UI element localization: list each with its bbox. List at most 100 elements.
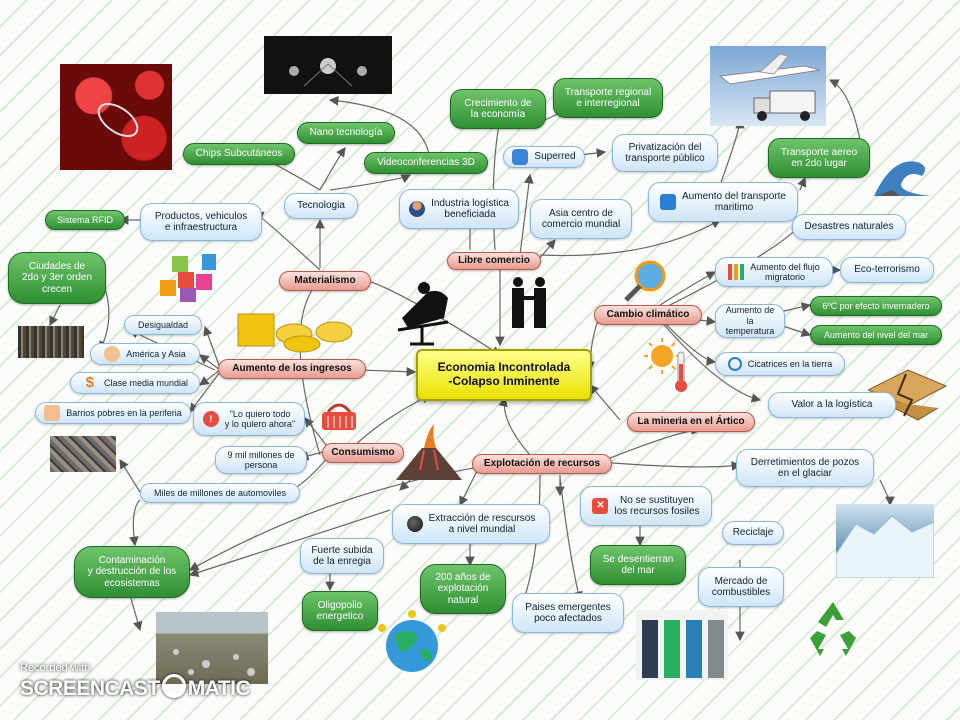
privatizacion-node[interactable]: Privatización del transporte público — [612, 134, 718, 172]
superred-node[interactable]: Superred — [503, 146, 585, 168]
sistema-rfid-node[interactable]: Sistema RFID — [45, 210, 125, 230]
valor-logistica-node[interactable]: Valor a la logística — [768, 392, 896, 418]
glacier-image — [836, 504, 934, 578]
node-label: Libre comercio — [458, 255, 530, 267]
transporte-aereo-node[interactable]: Transporte aereo en 2do lugar — [768, 138, 870, 178]
nano-tecnologia-node[interactable]: Nano tecnología — [297, 122, 395, 144]
fuerte-subida-node[interactable]: Fuerte subida de la enregia — [300, 538, 384, 574]
aumento-ingresos-node[interactable]: Aumento de los ingresos — [218, 359, 366, 379]
node-label: Superred — [534, 151, 576, 163]
aumento-temperatura-node[interactable]: Aumento de la temperatura — [715, 304, 785, 338]
shopping-basket-image — [320, 398, 358, 432]
tsunami-image — [872, 152, 932, 198]
materialismo-node[interactable]: Materialismo — [279, 271, 371, 291]
node-label: Aumento del flujo migratorio — [750, 261, 820, 282]
aumento-transporte-node[interactable]: Aumento del transporte maritimo — [648, 182, 798, 222]
doscientos-anos-node[interactable]: 200 años de explotación natural — [420, 564, 506, 614]
transporte-regional-node[interactable]: Transporte regional e interregional — [553, 78, 663, 118]
asia-centro-node[interactable]: Asia centro de comercio mundial — [530, 199, 632, 239]
crecimiento-economia-node[interactable]: Crecimiento de la economía — [450, 89, 546, 129]
eco-terrorismo-node[interactable]: Eco-terrorismo — [840, 257, 934, 283]
videoconferencias-node[interactable]: Videoconferencias 3D — [364, 152, 488, 174]
desastres-naturales-node[interactable]: Desastres naturales — [792, 214, 906, 240]
node-label: Productos, vehiculos e infraestructura — [154, 210, 248, 234]
node-label: Asia centro de comercio mundial — [541, 207, 621, 231]
node-label: Miles de millones de automoviles — [153, 487, 287, 498]
flujo-migratorio-node[interactable]: Aumento del flujo migratorio — [715, 257, 833, 287]
paises-emergentes-node[interactable]: Paises emergentes poco afectados — [512, 593, 624, 633]
node-label: Materialismo — [294, 275, 356, 287]
clase-media-node[interactable]: $Clase media mundial — [70, 372, 200, 394]
node-label: Videoconferencias 3D — [377, 157, 475, 169]
node-label: Ciudades de 2do y 3er orden crecen — [21, 260, 93, 295]
node-label: Tecnologia — [297, 200, 345, 212]
node-label: Paises emergentes poco afectados — [525, 601, 611, 625]
node-label: Fuerte subida de la enregia — [311, 544, 373, 568]
no-sustituyen-node[interactable]: ✕No se sustituyen los recursos fosiles — [580, 486, 712, 526]
node-label: La mineria en el Ártico — [637, 416, 745, 428]
handshake-image — [508, 276, 550, 332]
node-label: Cambio climático — [606, 309, 690, 321]
industria-logistica-node[interactable]: Industria logística beneficiada — [399, 189, 519, 229]
consumismo-node[interactable]: Consumismo — [322, 443, 404, 463]
desigualdad-node[interactable]: Desigualdad — [124, 315, 202, 335]
central-node[interactable]: Economia Incontrolada -Colapso Inminente — [416, 349, 592, 401]
magnifier-icon — [727, 357, 742, 371]
node-label: Eco-terrorismo — [854, 264, 920, 276]
contaminacion-node[interactable]: Contaminación y destrucción de los ecosi… — [74, 546, 190, 598]
productos-node[interactable]: Productos, vehiculos e infraestructura — [140, 203, 262, 241]
central-node-label: Economia Incontrolada -Colapso Inminente — [437, 360, 571, 388]
derretimientos-node[interactable]: Derretimientos de pozos en el glaciar — [736, 449, 874, 487]
watermark-brand-suffix: MATIC — [187, 677, 251, 700]
crowd-image — [18, 326, 84, 358]
volcano-image — [394, 420, 464, 482]
mineria-artico-node[interactable]: La mineria en el Ártico — [627, 412, 755, 432]
sun-thermometer-image — [644, 338, 692, 394]
node-label: Reciclaje — [732, 527, 774, 539]
slum-image — [50, 436, 116, 472]
nano-robot-image — [264, 36, 392, 94]
node-label: Desigualdad — [137, 319, 189, 330]
node-label: Mercado de combustibles — [711, 575, 771, 599]
trash-landscape-image — [156, 612, 268, 684]
nivel-mar-node[interactable]: Aumento del nivel del mar — [810, 325, 942, 345]
libre-comercio-node[interactable]: Libre comercio — [447, 252, 541, 270]
dollar-icon: $ — [85, 374, 95, 391]
nueve-mil-millones-node[interactable]: 9 mil millones de persona — [215, 446, 307, 474]
automoviles-node[interactable]: Miles de millones de automoviles — [140, 483, 300, 503]
node-label: Nano tecnología — [309, 127, 383, 139]
reciclaje-node[interactable]: Reciclaje — [722, 521, 784, 545]
explotacion-recursos-node[interactable]: Explotación de recursos — [472, 454, 612, 474]
node-label: Aumento del transporte maritimo — [682, 190, 786, 214]
mercado-combustibles-node[interactable]: Mercado de combustibles — [698, 567, 784, 607]
cambio-climatico-node[interactable]: Cambio climático — [594, 305, 702, 325]
shield-icon — [660, 194, 677, 210]
barrios-pobres-node[interactable]: Barrios pobres en la periferia — [35, 402, 191, 424]
seis-grados-node[interactable]: 6ºC por efecto invernadero — [810, 296, 942, 316]
node-label: Desastres naturales — [804, 221, 894, 233]
person-icon — [409, 201, 426, 217]
money-image — [234, 304, 362, 354]
oligopolio-node[interactable]: Oligopolio energetico — [302, 591, 378, 631]
cubes-image — [158, 252, 220, 304]
link-icon — [512, 149, 529, 165]
cicatrices-node[interactable]: Cicatrices en la tierra — [715, 352, 845, 376]
chips-subcutaneos-node[interactable]: Chips Subcutáneos — [183, 143, 295, 165]
bar-chart-icon — [728, 264, 745, 280]
ciudades-node[interactable]: Ciudades de 2do y 3er orden crecen — [8, 252, 106, 304]
node-label: Transporte aereo en 2do lugar — [780, 146, 858, 170]
node-label: Derretimientos de pozos en el glaciar — [750, 456, 860, 480]
node-label: Industria logística beneficiada — [431, 197, 509, 221]
extraccion-node[interactable]: Extracción de rescursos a nivel mundial — [392, 504, 550, 544]
node-label: Barrios pobres en la periferia — [66, 407, 182, 418]
america-asia-node[interactable]: América y Asia — [90, 343, 200, 365]
node-label: No se sustituyen los recursos fosiles — [614, 494, 700, 518]
watermark-recorded-with: Recorded with — [20, 662, 91, 674]
globe-people-image — [370, 606, 454, 678]
tecnologia-node[interactable]: Tecnologia — [284, 193, 358, 219]
warning-icon: ! — [202, 411, 219, 427]
bomb-icon — [406, 516, 423, 532]
lo-quiero-todo-node[interactable]: !"Lo quiero todo y lo quiero ahora" — [193, 402, 305, 436]
se-desentierran-node[interactable]: Se desentierran del mar — [590, 545, 686, 585]
node-label: Sistema RFID — [56, 214, 113, 225]
